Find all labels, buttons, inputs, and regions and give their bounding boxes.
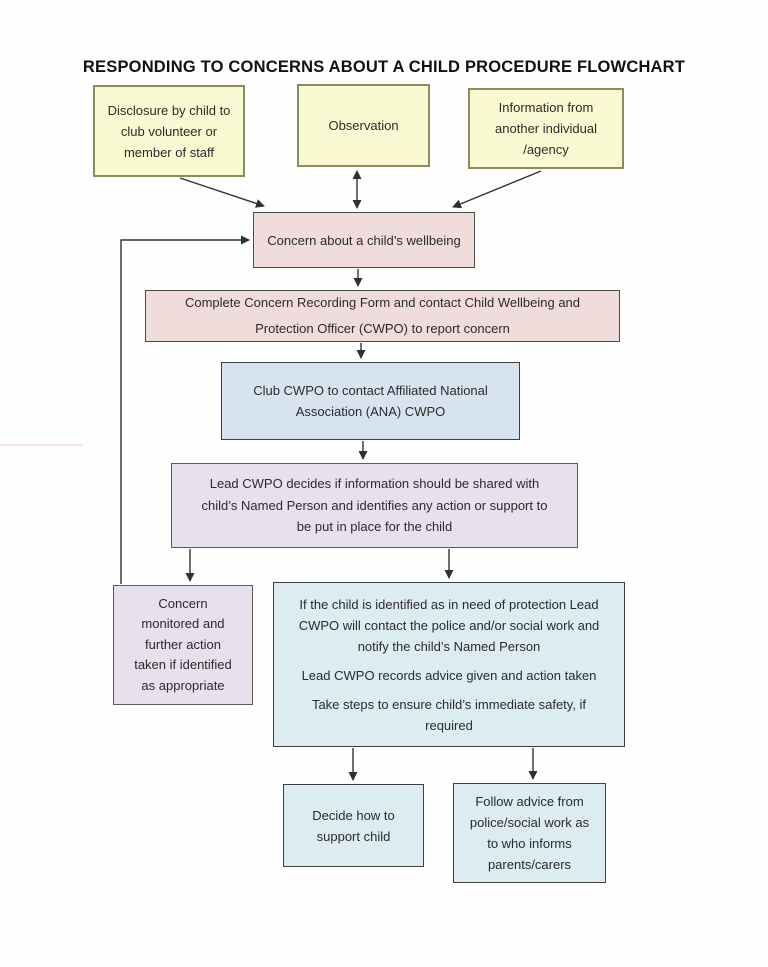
node-recording-label: Complete Concern Recording Form and cont… [184, 295, 581, 336]
arrow-information-to-concern [452, 170, 542, 209]
node-disclosure-label: Disclosure by child to club volunteer or… [107, 102, 231, 160]
protection-paragraph-3: Take steps to ensure child’s immediate s… [311, 696, 587, 733]
node-monitored-label: Concern monitored and further action tak… [134, 595, 232, 693]
node-club-cwpo-label: Club CWPO to contact Affiliated National… [253, 383, 488, 419]
protection-paragraph-1: If the child is identified as in need of… [298, 596, 600, 654]
protection-paragraph-2: Lead CWPO records advice given and actio… [301, 667, 597, 683]
node-lead-cwpo-label: Lead CWPO decides if information should … [201, 476, 548, 535]
node-information-from-agency: Information from another individual /age… [468, 88, 624, 169]
node-follow-advice: Follow advice from police/social work as… [453, 783, 606, 883]
node-complete-recording-form: Complete Concern Recording Form and cont… [145, 290, 620, 342]
node-concern-monitored: Concern monitored and further action tak… [113, 585, 253, 705]
page-title: RESPONDING TO CONCERNS ABOUT A CHILD PRO… [82, 58, 686, 76]
node-information-label: Information from another individual /age… [495, 100, 597, 157]
node-follow-label: Follow advice from police/social work as… [469, 794, 590, 872]
node-decide-support: Decide how to support child [283, 784, 424, 867]
node-decide-label: Decide how to support child [312, 807, 395, 844]
node-concern-label: Concern about a child’s wellbeing [267, 232, 461, 248]
arrow-disclosure-to-concern [179, 177, 265, 208]
node-lead-cwpo-decides: Lead CWPO decides if information should … [171, 463, 578, 548]
scan-artifact-line [0, 444, 83, 446]
node-disclosure-by-child: Disclosure by child to club volunteer or… [93, 85, 245, 177]
node-club-cwpo-contact-ana: Club CWPO to contact Affiliated National… [221, 362, 520, 440]
node-observation-label: Observation [328, 118, 399, 133]
node-observation: Observation [297, 84, 430, 167]
node-concern-about-wellbeing: Concern about a child’s wellbeing [253, 212, 475, 268]
node-child-protection-actions: If the child is identified as in need of… [273, 582, 625, 747]
